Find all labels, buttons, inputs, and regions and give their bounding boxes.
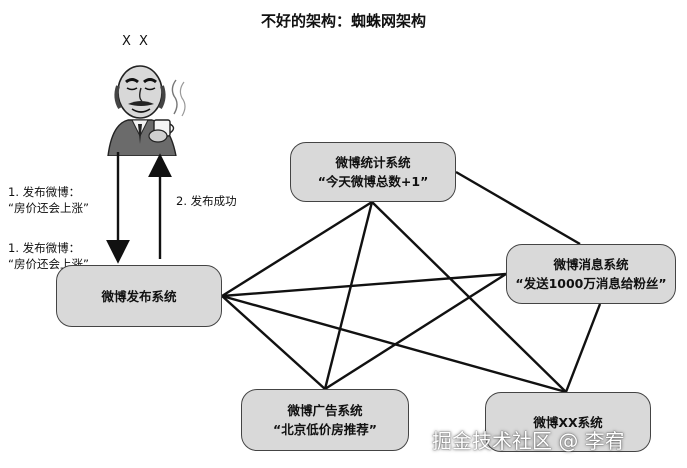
node-message-system: 微博消息系统 “发送1000万消息给粉丝”: [506, 244, 676, 304]
link-stats-ads: [323, 201, 374, 390]
note-line: 1. 发布微博：: [8, 185, 81, 199]
node-publish-system: 微博发布系统: [56, 265, 222, 327]
node-name: 微博发布系统: [101, 288, 177, 304]
node-xx-system: 微博XX系统: [485, 392, 651, 452]
link-publish-stats: [221, 200, 373, 298]
user-figure: [107, 65, 186, 156]
node-detail: “今天微博总数+1”: [317, 174, 429, 189]
note-line: 1. 发布微博：: [8, 241, 81, 255]
link-message-xx: [564, 303, 602, 393]
node-ads-system: 微博广告系统 “北京低价房推荐”: [241, 389, 409, 451]
node-name: 微博统计系统: [335, 155, 411, 170]
node-name: 微博XX系统: [533, 414, 603, 430]
publish-success-note: 2. 发布成功: [176, 193, 237, 209]
link-message-ads: [324, 272, 507, 391]
node-stats-system: 微博统计系统 “今天微博总数+1”: [290, 142, 456, 202]
node-detail: “北京低价房推荐”: [273, 422, 377, 437]
user-label: X X: [122, 34, 150, 49]
node-name: 微博广告系统: [287, 403, 363, 418]
node-name: 微博消息系统: [553, 257, 629, 272]
diagram-title: 不好的架构：蜘蛛网架构: [260, 12, 426, 30]
link-publish-message: [221, 272, 507, 298]
watermark: 掘金技术社区 @ 李宥: [432, 429, 625, 453]
publish-request-note-top: 1. 发布微博： “房价还会上涨”: [8, 184, 89, 216]
link-stats-message: [455, 170, 581, 246]
link-publish-ads: [221, 295, 326, 390]
note-line: “房价还会上涨”: [8, 201, 89, 215]
node-detail: “发送1000万消息给粉丝”: [515, 276, 667, 291]
note-line: 2. 发布成功: [176, 194, 237, 208]
